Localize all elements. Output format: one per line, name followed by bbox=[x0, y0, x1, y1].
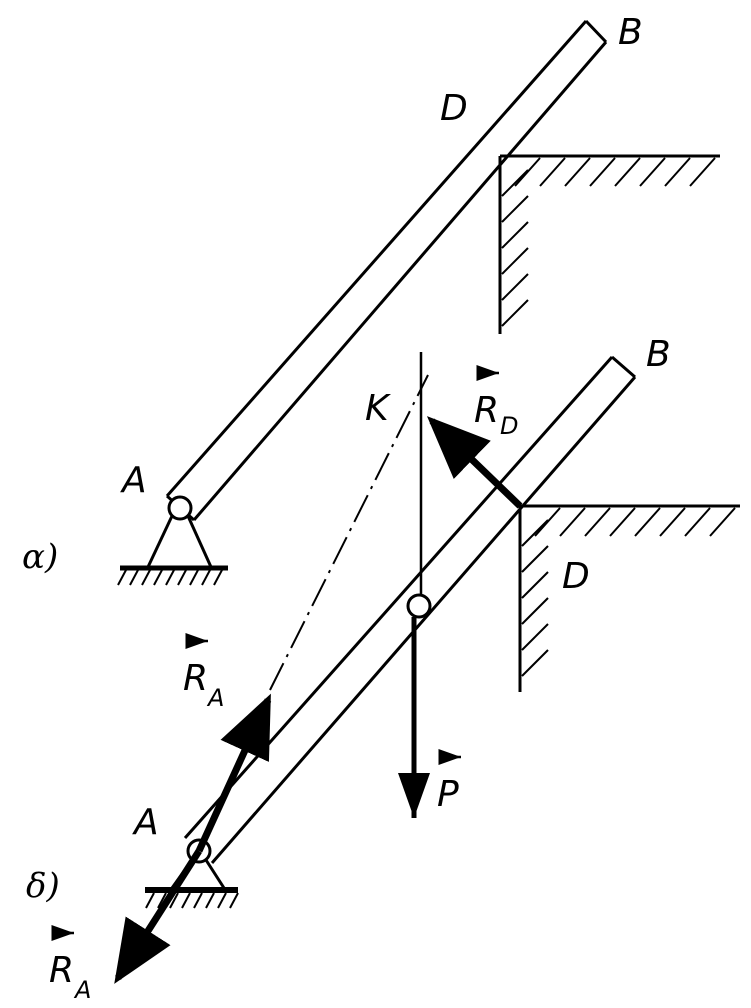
force-rd-arrow bbox=[426, 416, 523, 509]
wall-corner-a bbox=[498, 154, 720, 334]
ground-hatch-b bbox=[145, 892, 239, 909]
label-ra-lower: R A bbox=[49, 925, 91, 1004]
label-rd: R D bbox=[474, 365, 518, 440]
panel-tag-b: δ) bbox=[26, 866, 60, 906]
svg-text:A: A bbox=[73, 976, 91, 1004]
label-b-a: B bbox=[618, 12, 643, 53]
panel-b: B K R D D R A P A δ) R A bbox=[26, 334, 740, 1004]
label-p: P bbox=[437, 749, 461, 815]
center-of-mass-pin bbox=[406, 593, 432, 619]
label-b-b: B bbox=[646, 334, 671, 375]
svg-text:R: R bbox=[49, 950, 74, 991]
ground-hatch-a bbox=[117, 569, 223, 586]
label-a-b: A bbox=[132, 802, 159, 843]
label-ra-upper: R A bbox=[183, 633, 224, 712]
construction-lines bbox=[269, 352, 429, 691]
pin-support-a bbox=[117, 495, 228, 586]
wall-corner-b bbox=[518, 504, 740, 692]
dash-dot-line-ak bbox=[269, 374, 429, 691]
force-ra-arrow-up bbox=[195, 693, 272, 853]
label-k: K bbox=[365, 388, 391, 429]
svg-text:R: R bbox=[183, 658, 208, 699]
svg-text:R: R bbox=[474, 390, 499, 431]
label-d-b: D bbox=[562, 556, 590, 597]
panel-a: B D A α) bbox=[22, 12, 720, 586]
rod-ab-a bbox=[165, 19, 608, 522]
svg-text:D: D bbox=[500, 412, 518, 440]
force-ra-arrow-down bbox=[114, 849, 202, 984]
label-a-a: A bbox=[120, 460, 147, 501]
svg-text:P: P bbox=[437, 774, 459, 815]
panel-tag-a: α) bbox=[22, 537, 58, 577]
svg-text:A: A bbox=[206, 684, 224, 712]
label-d-a: D bbox=[440, 88, 468, 129]
